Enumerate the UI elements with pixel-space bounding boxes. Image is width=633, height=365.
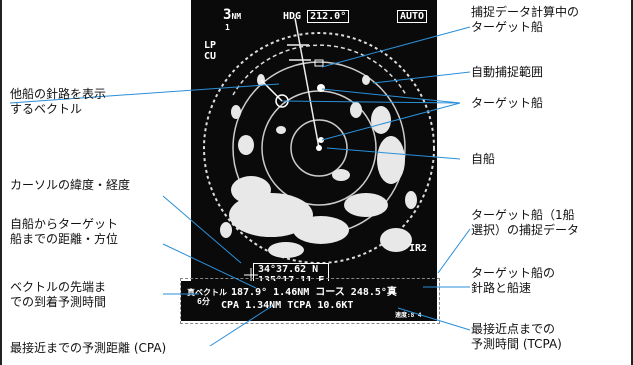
label-range-bearing: 自船からターゲット船までの距離・方位	[10, 217, 119, 246]
cu-indicator: CU	[204, 51, 217, 62]
label-auto-acquisition: 自動捕捉範囲	[471, 65, 544, 79]
range-ring-1	[290, 119, 348, 177]
corner-note: 速度:8 4	[395, 312, 422, 319]
vector-mode-label: 真ベクトル 6分	[187, 288, 227, 306]
ir-indicator: IR2	[409, 243, 428, 254]
label-vector-other: 他船の針路を表示するベクトル	[10, 87, 107, 116]
tracking-target-symbol	[314, 59, 324, 67]
label-target-data: ターゲット船（1船選択）の捕捉データ	[471, 208, 580, 237]
mode-indicator[interactable]: AUTO	[397, 10, 428, 23]
info-line-2: CPA 1.34NM TCPA 10.6KT	[221, 300, 354, 311]
radar-screen: 3NM 1 HDG 212.0° AUTO LP CU IR2 34°37.62…	[191, 0, 437, 299]
label-course-speed: ターゲット船の針路と船速	[471, 266, 556, 295]
label-own-ship: 自船	[471, 152, 496, 166]
target-vector-1	[260, 79, 283, 102]
heading-readout: HDG 212.0°	[283, 10, 350, 23]
info-line-1: 187.9° 1.46NM コース 248.5°真	[231, 287, 397, 298]
label-cursor-latlon: カーソルの緯度・経度	[10, 178, 131, 192]
target-ship-symbol-3	[318, 137, 324, 143]
target-ship-symbol-2	[317, 84, 325, 92]
label-target-ship: ターゲット船	[471, 96, 544, 110]
label-arrival-time: ベクトルの先端までの到着予測時間	[10, 280, 107, 309]
label-cpa: 最接近までの予測距離 (CPA)	[10, 341, 167, 355]
own-ship-symbol	[316, 145, 322, 151]
range-value: 3NM	[223, 7, 242, 23]
info-strip: 真ベクトル 6分 187.9° 1.46NM コース 248.5°真 CPA 1…	[181, 281, 437, 321]
label-tracking-target: 捕捉データ計算中のターゲット船	[471, 5, 580, 34]
label-tcpa: 最接近点までの予測時間 (TCPA)	[471, 322, 562, 351]
lp-indicator: LP	[204, 40, 217, 51]
land-echoes	[220, 74, 417, 258]
auto-acquisition-arc	[232, 44, 407, 96]
heading-line	[294, 17, 320, 149]
radar-graphics	[203, 17, 435, 282]
target-data-box	[180, 278, 440, 324]
range-sub: 1	[225, 23, 230, 32]
